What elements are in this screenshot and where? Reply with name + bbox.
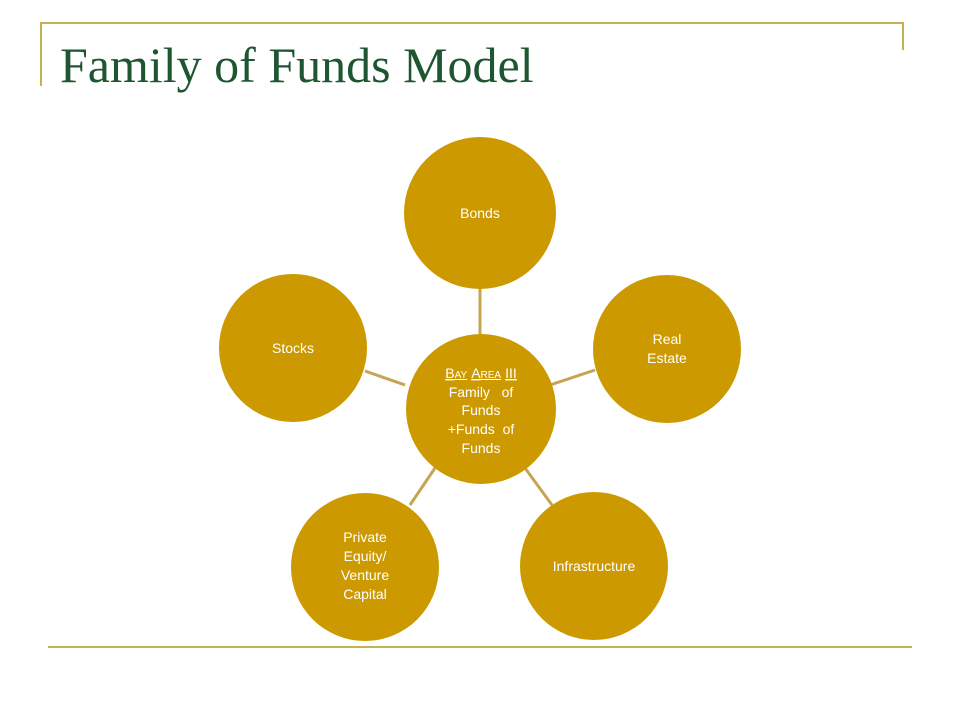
connector-real-estate	[549, 368, 596, 387]
label-infrastructure: Infrastructure	[553, 558, 636, 574]
node-real-estate	[593, 275, 741, 423]
label-real-estate-line2: Estate	[647, 350, 687, 366]
label-private-equity-line2: Equity/	[344, 548, 387, 564]
connector-infrastructure	[523, 467, 554, 506]
slide-title: Family of Funds Model	[60, 37, 534, 93]
hub-line3: +Funds of	[448, 421, 515, 437]
hub-line1: Family of	[449, 384, 514, 400]
hub-line2: Funds	[462, 402, 501, 418]
connector-private-equity	[408, 467, 437, 506]
label-private-equity-line3: Venture	[341, 567, 389, 583]
node-stocks	[219, 274, 367, 422]
label-stocks: Stocks	[272, 340, 314, 356]
hub-line4: Funds	[462, 440, 501, 456]
label-private-equity-line1: Private	[343, 529, 387, 545]
frame-left-rule	[40, 22, 42, 86]
frame-right-rule	[902, 22, 904, 50]
frame-bottom-rule	[48, 646, 912, 648]
connector-stocks	[364, 369, 406, 387]
node-bonds	[404, 137, 556, 289]
label-real-estate-line1: Real	[653, 331, 682, 347]
label-private-equity-line4: Capital	[343, 586, 387, 602]
node-private-equity	[291, 493, 439, 641]
hub-circle	[406, 334, 556, 484]
frame-top-rule	[40, 22, 904, 24]
node-infrastructure	[520, 492, 668, 640]
label-bonds: Bonds	[460, 205, 500, 221]
